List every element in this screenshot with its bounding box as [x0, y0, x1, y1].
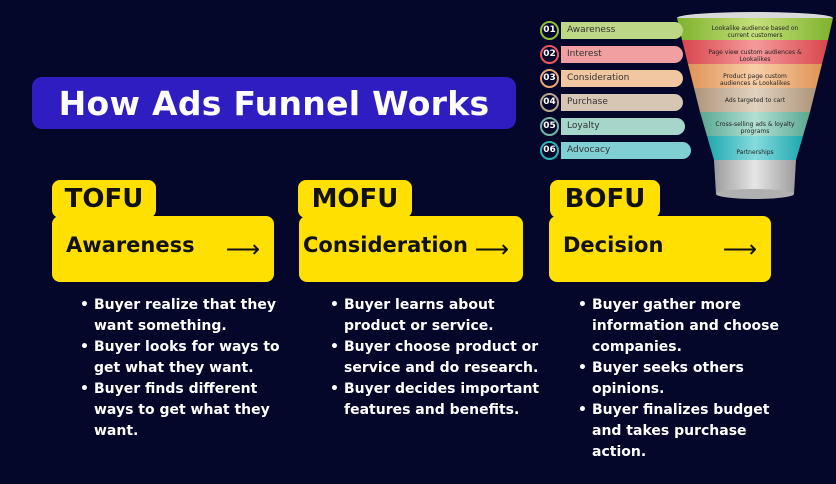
list-item: Buyer gather more information and choose…: [578, 295, 782, 358]
list-item: Buyer finalizes budget and takes purchas…: [578, 400, 782, 463]
mofu-tag: MOFU: [298, 180, 412, 218]
stage-description: Ads targeted to cart: [724, 97, 786, 104]
stage-label: Advocacy: [561, 141, 691, 159]
awareness-label: Awareness: [66, 233, 195, 257]
bofu-points: Buyer gather more information and choose…: [574, 295, 782, 463]
list-item: Buyer realize that they want something.: [80, 295, 294, 337]
tofu-points: Buyer realize that they want something. …: [76, 295, 294, 442]
stage-description: Product page custom audiences & Lookalik…: [719, 73, 791, 87]
list-item: Buyer finds different ways to get what t…: [80, 379, 294, 442]
list-item: Buyer choose product or service and do r…: [330, 337, 544, 379]
funnel-graphic: 01 Awareness 02 Interest 03 Consideratio…: [540, 10, 836, 206]
funnel-stage-awareness: 01 Awareness: [540, 20, 683, 40]
stage-number: 01: [540, 20, 559, 40]
list-item: Buyer seeks others opinions.: [578, 358, 782, 400]
stage-description: Cross-selling ads & loyalty programs: [715, 121, 795, 135]
funnel-stage-loyalty: 05 Loyalty: [540, 116, 685, 136]
mofu-points: Buyer learns about product or service. B…: [326, 295, 544, 421]
funnel-stage-advocacy: 06 Advocacy: [540, 140, 691, 160]
bofu-tag: BOFU: [550, 180, 660, 218]
stage-number: 06: [540, 140, 559, 160]
consideration-label: Consideration: [303, 233, 468, 257]
funnel-shape: [677, 12, 833, 199]
stage-label: Consideration: [561, 69, 683, 87]
stage-number: 03: [540, 68, 559, 88]
list-item: Buyer learns about product or service.: [330, 295, 544, 337]
stage-number: 05: [540, 116, 559, 136]
decision-card: Decision ⟶: [549, 216, 771, 282]
consideration-card: Consideration ⟶: [299, 216, 523, 282]
stage-description: Page view custom audiences & Lookalikes: [708, 49, 802, 63]
funnel-stage-interest: 02 Interest: [540, 44, 683, 64]
stage-label: Purchase: [561, 93, 683, 111]
decision-label: Decision: [563, 233, 664, 257]
list-item: Buyer looks for ways to get what they wa…: [80, 337, 294, 379]
awareness-card: Awareness ⟶: [52, 216, 274, 282]
stage-number: 02: [540, 44, 559, 64]
list-item: Buyer decides important features and ben…: [330, 379, 544, 421]
title-banner: How Ads Funnel Works: [32, 77, 516, 129]
funnel-stage-purchase: 04 Purchase: [540, 92, 683, 112]
stage-description: Partnerships: [736, 149, 774, 156]
stage-description: Lookalike audience based on current cust…: [711, 25, 799, 39]
arrow-right-icon: ⟶: [474, 235, 509, 263]
bofu-tag-label: BOFU: [564, 184, 646, 214]
stage-label: Loyalty: [561, 117, 685, 135]
funnel-stage-consideration: 03 Consideration: [540, 68, 683, 88]
stage-label: Interest: [561, 45, 683, 63]
arrow-right-icon: ⟶: [722, 235, 757, 263]
arrow-right-icon: ⟶: [225, 235, 260, 263]
stage-number: 04: [540, 92, 559, 112]
stage-label: Awareness: [561, 21, 683, 39]
mofu-tag-label: MOFU: [311, 184, 399, 214]
page-title: How Ads Funnel Works: [58, 83, 490, 123]
tofu-tag-label: TOFU: [64, 184, 144, 214]
tofu-tag: TOFU: [52, 180, 156, 218]
